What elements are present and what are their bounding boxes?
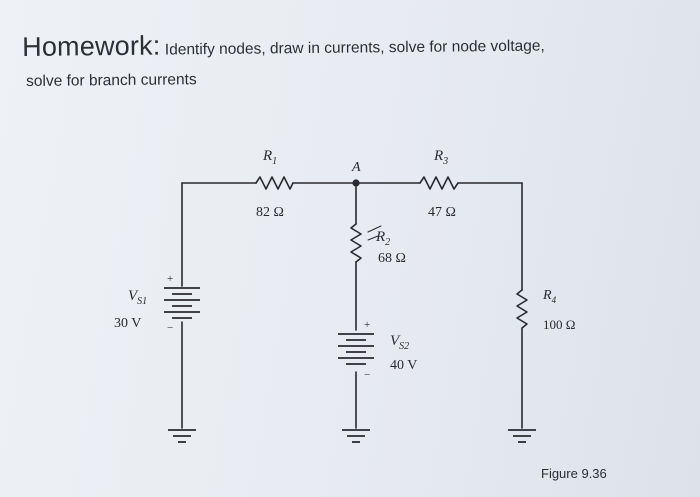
- vs1-minus-sign: −: [167, 322, 173, 334]
- vs1-name-label: VS1: [128, 288, 147, 307]
- r2-name: R: [375, 229, 385, 245]
- vs1-sub: S1: [137, 296, 147, 307]
- vs2-sub: S2: [399, 341, 409, 352]
- r1-name: R: [262, 148, 272, 164]
- node-a-dot: [352, 179, 360, 187]
- vs1-plus-sign: +: [167, 273, 173, 285]
- figure-caption: Figure 9.36: [541, 466, 607, 481]
- battery-vs2-symbol: [338, 333, 374, 365]
- r4-name-label: R4: [542, 288, 557, 305]
- ground-right-icon: [508, 429, 536, 443]
- ground-middle-icon: [342, 429, 370, 443]
- ground-left-icon: [168, 429, 196, 443]
- vs2-minus-sign: −: [364, 369, 370, 381]
- r2-value-label: 68 Ω: [378, 251, 406, 266]
- resistor-r3-symbol: [419, 176, 459, 190]
- r2-name-label: R2: [375, 229, 390, 248]
- vs2-name: V: [390, 333, 401, 349]
- resistor-r2-symbol: [350, 223, 362, 263]
- r1-name-label: R1: [262, 148, 277, 167]
- r2-sub: 2: [385, 237, 390, 248]
- node-a-label: A: [351, 160, 361, 175]
- r3-name-label: R3: [433, 148, 448, 167]
- r1-sub: 1: [272, 156, 277, 167]
- vs2-name-label: VS2: [390, 333, 409, 352]
- r3-name: R: [433, 148, 443, 164]
- r4-value-label: 100 Ω: [543, 317, 575, 332]
- battery-vs1-symbol: [164, 287, 200, 319]
- vs1-name: V: [128, 288, 139, 304]
- r3-value-label: 47 Ω: [428, 205, 456, 220]
- resistor-r1-symbol: [255, 176, 294, 190]
- vs2-value-label: 40 V: [390, 358, 417, 373]
- r1-value-label: 82 Ω: [256, 205, 284, 220]
- r4-name: R: [542, 288, 552, 303]
- vs2-plus-sign: +: [364, 319, 370, 331]
- r3-sub: 3: [442, 156, 448, 167]
- vs1-value-label: 30 V: [114, 316, 141, 331]
- r2-label-arrow: [367, 225, 382, 241]
- resistor-r4-symbol: [516, 289, 528, 329]
- r4-sub: 4: [552, 295, 557, 305]
